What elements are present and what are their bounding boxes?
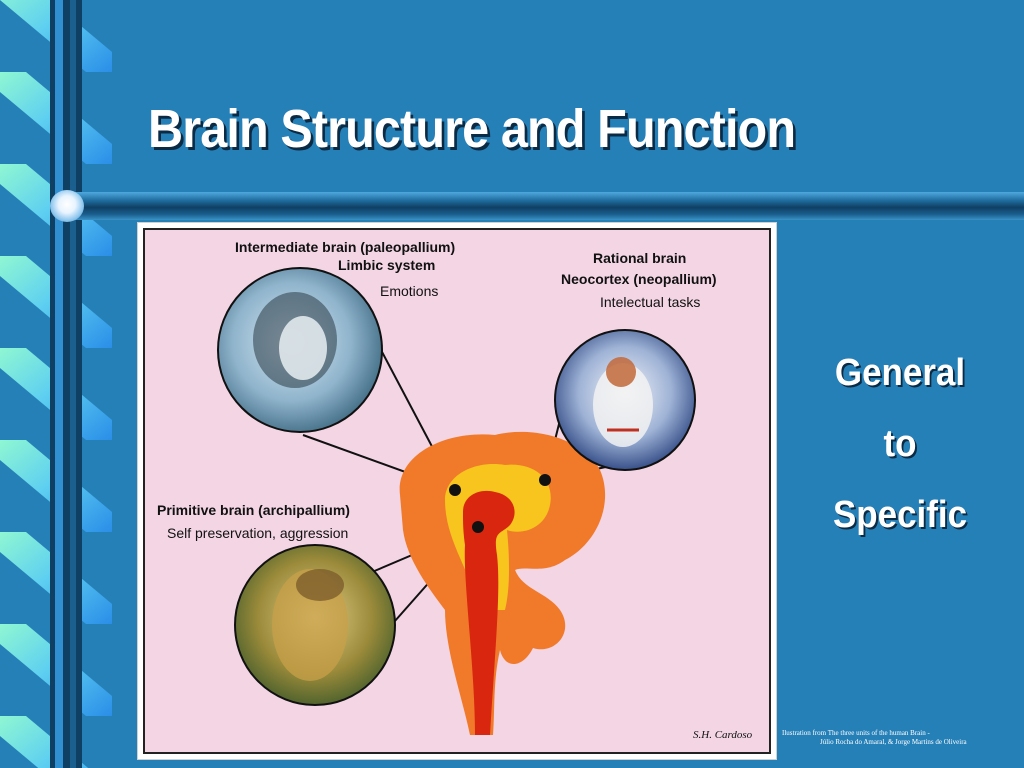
- neocortex-label: Neocortex (neopallium): [561, 271, 717, 287]
- credit-line-2: Júlio Rocha do Amaral, & Jorge Martins d…: [820, 738, 967, 746]
- decorative-ribbon: [0, 0, 115, 768]
- limbic-point: [449, 484, 461, 496]
- side-caption: General to Specific: [800, 352, 1000, 565]
- slide-title: Brain Structure and Function: [148, 99, 796, 159]
- title-divider-bar: [60, 192, 1024, 220]
- self-preservation-label: Self preservation, aggression: [167, 525, 349, 541]
- artist-signature: S.H. Cardoso: [693, 729, 753, 741]
- divider-knob: [50, 190, 84, 222]
- brain-illustration: Intermediate brain (paleopallium) Limbic…: [143, 228, 771, 754]
- figure-frame: Intermediate brain (paleopallium) Limbic…: [137, 222, 777, 760]
- brain-section-drawing: [399, 431, 606, 735]
- brainstem-point: [472, 521, 484, 533]
- neocortex-point: [539, 474, 551, 486]
- emotions-label: Emotions: [380, 283, 439, 299]
- rational-brain-title: Rational brain: [593, 250, 687, 266]
- primitive-brain-title: Primitive brain (archipallium): [157, 502, 350, 518]
- limbic-system-label: Limbic system: [338, 257, 436, 273]
- intermediate-brain-title: Intermediate brain (paleopallium): [235, 239, 456, 255]
- side-caption-line-specific: Specific: [832, 494, 968, 536]
- credit-line-1: Ilustration from The three units of the …: [782, 729, 930, 737]
- image-credit: Ilustration from The three units of the …: [782, 729, 1018, 747]
- side-caption-line-general: General: [834, 352, 966, 394]
- side-caption-line-to: to: [883, 423, 917, 465]
- intellectual-tasks-label: Intelectual tasks: [600, 294, 701, 310]
- brain-diagram: [217, 267, 696, 735]
